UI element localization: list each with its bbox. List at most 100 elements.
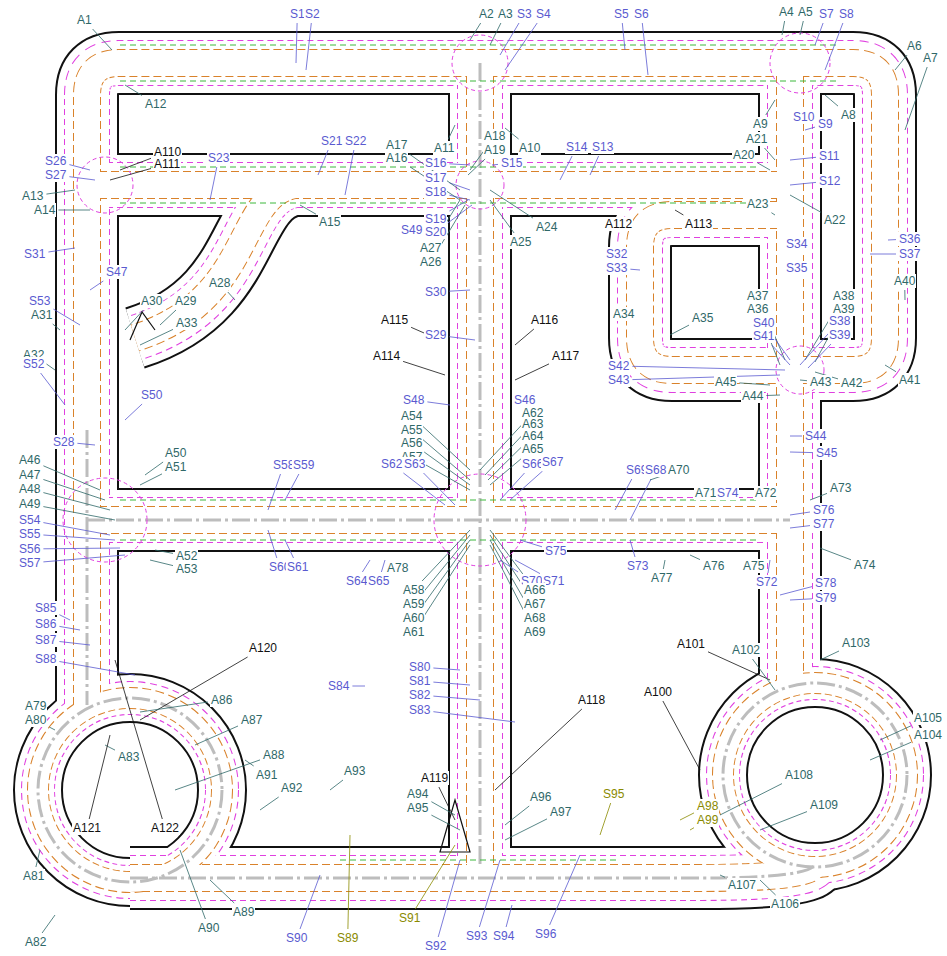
leader-line (815, 23, 823, 45)
leader-line (69, 177, 95, 180)
callout-label: S31 (23, 247, 46, 261)
callout-label: A96 (529, 790, 552, 804)
callout-label: S73 (626, 559, 649, 573)
callout-label: A116 (530, 313, 559, 327)
callout-label: A70 (667, 463, 690, 477)
leader-line (800, 21, 803, 35)
leader-line (790, 452, 813, 454)
callout-label: A4 (778, 5, 795, 19)
callout-label: S89 (336, 931, 359, 945)
leader-line (550, 855, 580, 925)
leader-line (560, 156, 572, 180)
callout-label: S14 (565, 140, 588, 154)
callout-label: S6 (633, 7, 650, 21)
leader-line (490, 23, 501, 45)
leader-line (318, 150, 328, 175)
leader-line (424, 452, 470, 485)
callout-label: S81 (408, 674, 431, 688)
leader-line (403, 361, 445, 375)
callout-label: A60 (402, 611, 425, 625)
callout-label: A25 (509, 235, 532, 249)
callout-label: A112 (604, 217, 633, 231)
callout-label: A74 (853, 558, 876, 572)
leader-line (505, 23, 537, 70)
callout-label: A76 (702, 559, 725, 573)
callout-label: A36 (746, 302, 769, 316)
leader-line (115, 660, 162, 819)
leader-line (808, 344, 831, 368)
leader-line (505, 819, 547, 840)
callout-label: A105 (913, 711, 943, 725)
callout-label: A58 (402, 583, 425, 597)
callout-label: A72 (754, 486, 777, 500)
leader-line (488, 445, 524, 480)
leader-line (420, 545, 471, 623)
leader-line (43, 548, 120, 550)
leader-line (905, 67, 927, 130)
callout-label: A79 (24, 699, 47, 713)
leader-line (630, 479, 651, 520)
leader-line (690, 555, 700, 560)
callout-label: S94 (492, 929, 515, 943)
callout-label: A7 (922, 51, 939, 65)
callout-label: A83 (117, 750, 140, 764)
leader-line (140, 702, 208, 712)
leader-line (285, 474, 299, 500)
callout-label: S79 (814, 591, 837, 605)
leader-line (800, 380, 807, 382)
callout-label: S18 (424, 185, 447, 199)
callout-label: A41 (898, 373, 921, 387)
callout-label: A16 (385, 151, 408, 165)
leader-line (438, 860, 460, 937)
leader-line (690, 828, 694, 830)
leader-line (782, 21, 785, 35)
leader-line (43, 555, 125, 562)
callout-label: S65 (367, 574, 390, 588)
callout-label: A15 (318, 215, 341, 229)
callout-label: A71 (694, 486, 717, 500)
leader-line (48, 248, 75, 252)
callout-label: S82 (408, 688, 431, 702)
leader-line (772, 345, 790, 365)
leader-line (125, 310, 143, 330)
leader-line (155, 550, 173, 553)
callout-label: A46 (18, 453, 41, 467)
callout-label: A120 (248, 641, 278, 655)
callout-label: A94 (406, 787, 429, 801)
callout-label: S41 (752, 329, 775, 343)
callout-label: S26 (44, 154, 67, 168)
callout-label: A73 (829, 481, 852, 495)
callout-label: S57 (18, 556, 41, 570)
leader-line (120, 158, 151, 170)
leader-line (348, 835, 350, 929)
leader-line (753, 659, 776, 690)
leader-line (632, 366, 785, 370)
callout-label: A93 (343, 764, 366, 778)
leader-line (480, 422, 524, 470)
callout-label: A88 (262, 748, 285, 762)
callout-label: A14 (33, 203, 56, 217)
callout-label: A108 (784, 768, 814, 782)
callout-label: A43 (809, 375, 832, 389)
leader-line (720, 784, 782, 815)
leader-line (820, 651, 839, 660)
callout-label: A64 (521, 429, 544, 443)
callout-label: A66 (523, 583, 546, 597)
leader-line (306, 23, 311, 70)
callout-label: A107 (727, 878, 757, 892)
leader-line (500, 473, 525, 500)
leader-line (180, 850, 205, 919)
callout-label: S15 (500, 156, 523, 170)
callout-label: S93 (465, 929, 488, 943)
leader-line (410, 167, 460, 200)
leader-line (780, 587, 812, 595)
callout-label: A17 (385, 138, 408, 152)
leader-line (58, 210, 90, 211)
callout-label: S50 (140, 388, 163, 402)
leader-line (59, 626, 80, 630)
leader-line (195, 726, 238, 745)
callout-label: A119 (420, 771, 449, 785)
callout-label: A53 (175, 562, 198, 576)
callout-label: S19 (424, 212, 447, 226)
callout-label: A47 (18, 468, 41, 482)
